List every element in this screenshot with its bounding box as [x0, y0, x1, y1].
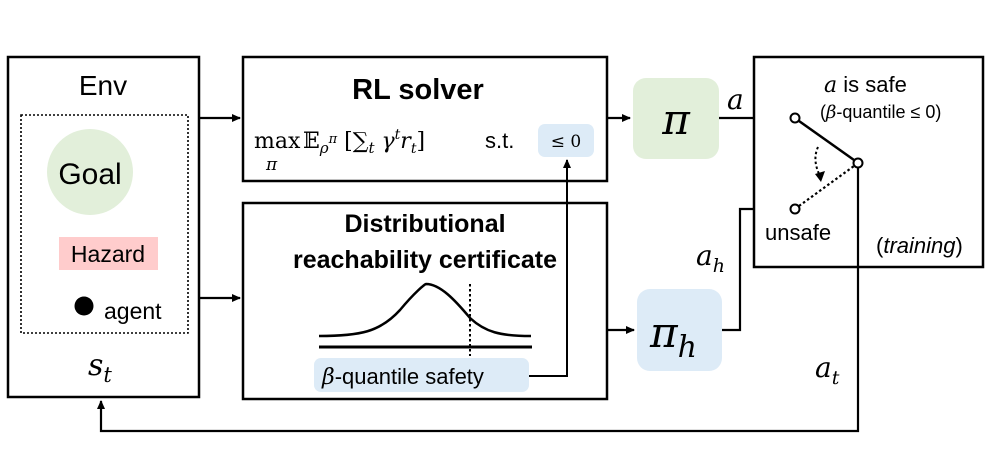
- constraint-box: [538, 124, 594, 157]
- objective-max: max: [254, 129, 301, 154]
- agent-dot-icon: [74, 296, 94, 316]
- quantile-safety-label: β-quantile safety: [321, 364, 484, 390]
- policy-pi-h: πh: [637, 289, 722, 371]
- safety-switch-box: [752, 55, 985, 269]
- switch-alternate-lever: [798, 165, 855, 207]
- safety-switch-block: a is safe (β-quantile ≤ 0) unsafe (train…: [752, 55, 985, 269]
- action-feedback-loop: [97, 168, 860, 433]
- env-scene-boundary: [20, 114, 189, 334]
- rl-solver-block: RL solver max π 𝔼ρπ [∑t γtrt] s.t. ≤ 0: [241, 55, 609, 183]
- goal-label: Goal: [58, 158, 121, 191]
- action-a-t-label: at: [815, 351, 840, 389]
- state-label: st: [88, 348, 112, 387]
- constraint-label: ≤ 0: [551, 132, 581, 152]
- certificate-title-line1: Distributional: [344, 210, 505, 238]
- safe-condition-label: a is safe: [824, 72, 907, 98]
- objective-max-under: π: [265, 155, 278, 175]
- pi-box: [633, 78, 719, 159]
- pi-label: π: [661, 95, 691, 144]
- objective-expression: 𝔼ρπ [∑t γtrt]: [303, 127, 425, 157]
- mode-label: (training): [876, 233, 963, 258]
- distribution-curve: [318, 282, 532, 338]
- quantile-safety-box: [314, 358, 529, 392]
- action-a-h-label: ah: [696, 239, 725, 277]
- agent-label: agent: [104, 298, 162, 324]
- env-title: Env: [79, 70, 127, 101]
- certificate-block: Distributional reachability certificate …: [241, 201, 609, 401]
- action-a-label: a: [727, 83, 744, 116]
- quantile-condition-label: (β-quantile ≤ 0): [820, 102, 941, 123]
- certificate-title-line2: reachability certificate: [293, 246, 557, 274]
- unsafe-input-terminal: [789, 203, 801, 215]
- unsafe-label: unsafe: [765, 220, 831, 245]
- env-block: Env Goal Hazard agent st: [6, 55, 201, 399]
- hazard-label: Hazard: [71, 241, 145, 267]
- pi-h-label: πh: [649, 308, 697, 365]
- switch-output-terminal: [852, 157, 864, 169]
- policy-pi: π: [633, 78, 719, 159]
- goal-region: [47, 129, 133, 215]
- rl-solver-title: RL solver: [352, 74, 484, 106]
- quantile-to-constraint-arrow: [529, 159, 571, 377]
- switch-lever: [798, 119, 855, 162]
- such-that-label: s.t.: [485, 128, 514, 153]
- rl-solver-box: [241, 55, 609, 183]
- switch-toggle-arrowhead-icon: [815, 171, 825, 182]
- pi-h-box: [637, 289, 722, 371]
- env-box: [6, 55, 201, 399]
- safe-input-terminal: [789, 112, 801, 124]
- hazard-region: [59, 237, 158, 270]
